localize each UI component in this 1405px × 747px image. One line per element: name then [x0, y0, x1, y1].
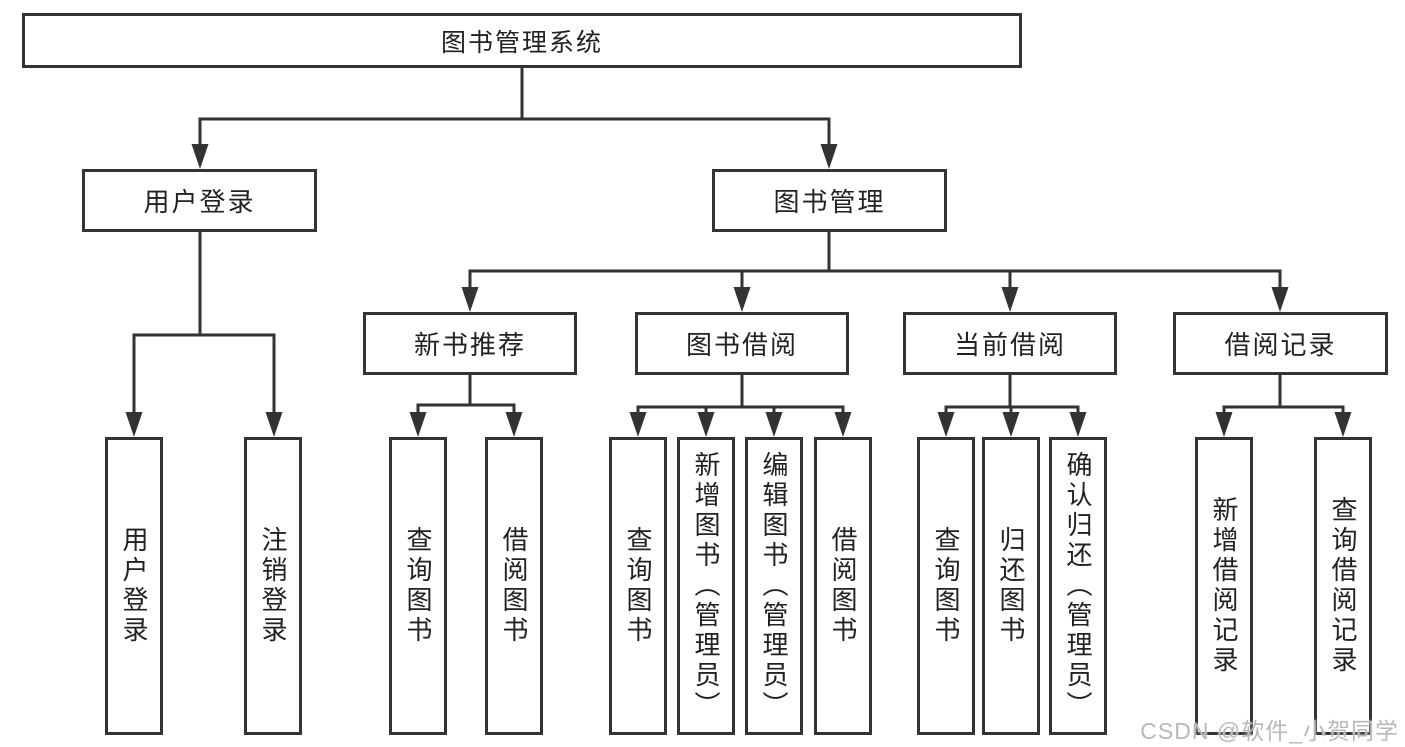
node-label: 注销登录 [258, 526, 288, 646]
arrow-down-icon [1271, 287, 1289, 312]
arrow-down-icon [1001, 287, 1019, 312]
arrow-down-icon [409, 412, 427, 437]
node-current-borrow: 当前借阅 [903, 312, 1117, 375]
node-book-borrow: 图书借阅 [635, 312, 849, 375]
node-leaf-user-login: 用户登录 [105, 437, 163, 735]
arrow-down-icon [461, 287, 479, 312]
node-label: 用户登录 [119, 526, 149, 646]
arrow-down-icon [765, 412, 783, 437]
node-label: 查询图书 [403, 526, 433, 646]
arrow-down-icon [834, 412, 852, 437]
arrow-down-icon [697, 412, 715, 437]
arrow-down-icon [1334, 412, 1352, 437]
node-borrow-records: 借阅记录 [1173, 312, 1388, 375]
node-label: 查询图书 [623, 526, 653, 646]
node-leaf-logout: 注销登录 [244, 437, 302, 735]
node-leaf-borrow-book-2: 借阅图书 [814, 437, 872, 735]
node-root: 图书管理系统 [22, 13, 1022, 68]
node-label: 归还图书 [996, 526, 1026, 646]
arrow-down-icon [820, 144, 838, 169]
node-leaf-add-book: 新增图书（管理员） [677, 437, 735, 735]
arrow-down-icon [629, 412, 647, 437]
arrow-down-icon [1002, 412, 1020, 437]
node-label: 确认归还（管理员） [1063, 451, 1093, 721]
node-label: 编辑图书（管理员） [759, 451, 789, 721]
arrow-down-icon [937, 412, 955, 437]
node-label: 图书管理 [773, 187, 886, 217]
node-leaf-query-book-1: 查询图书 [389, 437, 447, 735]
node-label: 新增借阅记录 [1209, 496, 1239, 676]
arrow-down-icon [265, 412, 283, 437]
node-leaf-query-borrow-record: 查询借阅记录 [1314, 437, 1372, 735]
node-leaf-borrow-book-1: 借阅图书 [485, 437, 543, 735]
node-label: 新书推荐 [413, 330, 526, 360]
node-new-book-rec: 新书推荐 [363, 312, 577, 375]
node-leaf-edit-book: 编辑图书（管理员） [745, 437, 803, 735]
arrow-down-icon [505, 412, 523, 437]
node-book-mgmt: 图书管理 [712, 169, 947, 232]
node-leaf-query-book-3: 查询图书 [917, 437, 975, 735]
node-label: 当前借阅 [953, 330, 1066, 360]
node-label: 用户登录 [143, 187, 256, 217]
node-leaf-add-borrow-record: 新增借阅记录 [1195, 437, 1253, 735]
arrow-down-icon [125, 412, 143, 437]
node-label: 新增图书（管理员） [691, 451, 721, 721]
node-leaf-query-book-2: 查询图书 [609, 437, 667, 735]
node-label: 图书借阅 [685, 330, 798, 360]
node-label: 查询借阅记录 [1328, 496, 1358, 676]
node-label: 借阅图书 [499, 526, 529, 646]
node-leaf-confirm-return: 确认归还（管理员） [1049, 437, 1107, 735]
node-label: 借阅图书 [828, 526, 858, 646]
arrow-down-icon [1069, 412, 1087, 437]
node-user-login: 用户登录 [82, 169, 317, 232]
node-leaf-return-book: 归还图书 [982, 437, 1040, 735]
arrow-down-icon [1215, 412, 1233, 437]
node-label: 借阅记录 [1224, 330, 1337, 360]
arrow-down-icon [191, 144, 209, 169]
node-label: 查询图书 [931, 526, 961, 646]
arrow-down-icon [733, 287, 751, 312]
node-label: 图书管理系统 [440, 28, 603, 57]
